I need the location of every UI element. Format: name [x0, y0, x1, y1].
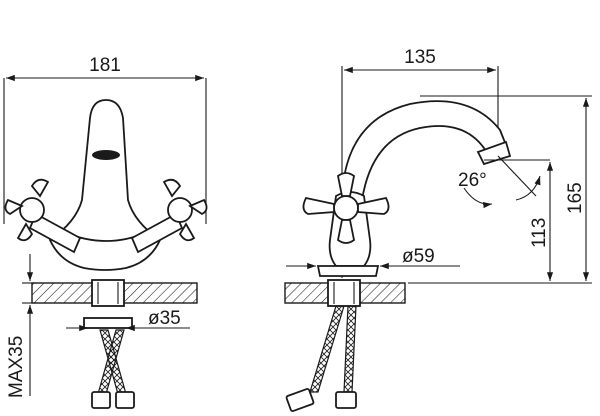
- front-width-dimension: 181: [3, 55, 207, 224]
- front-view: 181: [3, 55, 208, 409]
- side-reach-label: 135: [404, 47, 436, 68]
- side-base-dia-label: ø59: [402, 246, 435, 267]
- side-spout-height-dimension: 113: [408, 162, 560, 284]
- front-max-thickness-label: MAX35: [6, 336, 27, 398]
- aerator-outlet: [92, 150, 120, 160]
- front-width-label: 181: [89, 55, 121, 76]
- side-view: 135: [284, 47, 592, 412]
- front-right-handle: [130, 178, 208, 254]
- front-max-thickness-dimension: MAX35: [6, 254, 36, 398]
- side-base-dia-dimension: ø59: [286, 246, 460, 270]
- side-counter-slab: [284, 279, 406, 307]
- side-total-height-label: 165: [565, 182, 586, 214]
- side-spout-height-label: 113: [529, 218, 550, 248]
- side-total-height-dimension: 165: [420, 95, 592, 284]
- side-angle-dimension: 26°: [458, 155, 541, 209]
- front-counter-slab: [31, 279, 198, 307]
- side-handle: [302, 172, 390, 244]
- side-spout: [341, 100, 550, 202]
- front-hose-dia-dimension: ø35: [66, 308, 190, 332]
- front-mounting-nut: [83, 317, 133, 329]
- front-supply-hoses: [91, 329, 135, 409]
- side-angle-label: 26°: [458, 170, 487, 191]
- front-hose-dia-label: ø35: [148, 308, 181, 329]
- side-supply-hoses: [285, 305, 357, 412]
- front-left-handle: [4, 178, 82, 254]
